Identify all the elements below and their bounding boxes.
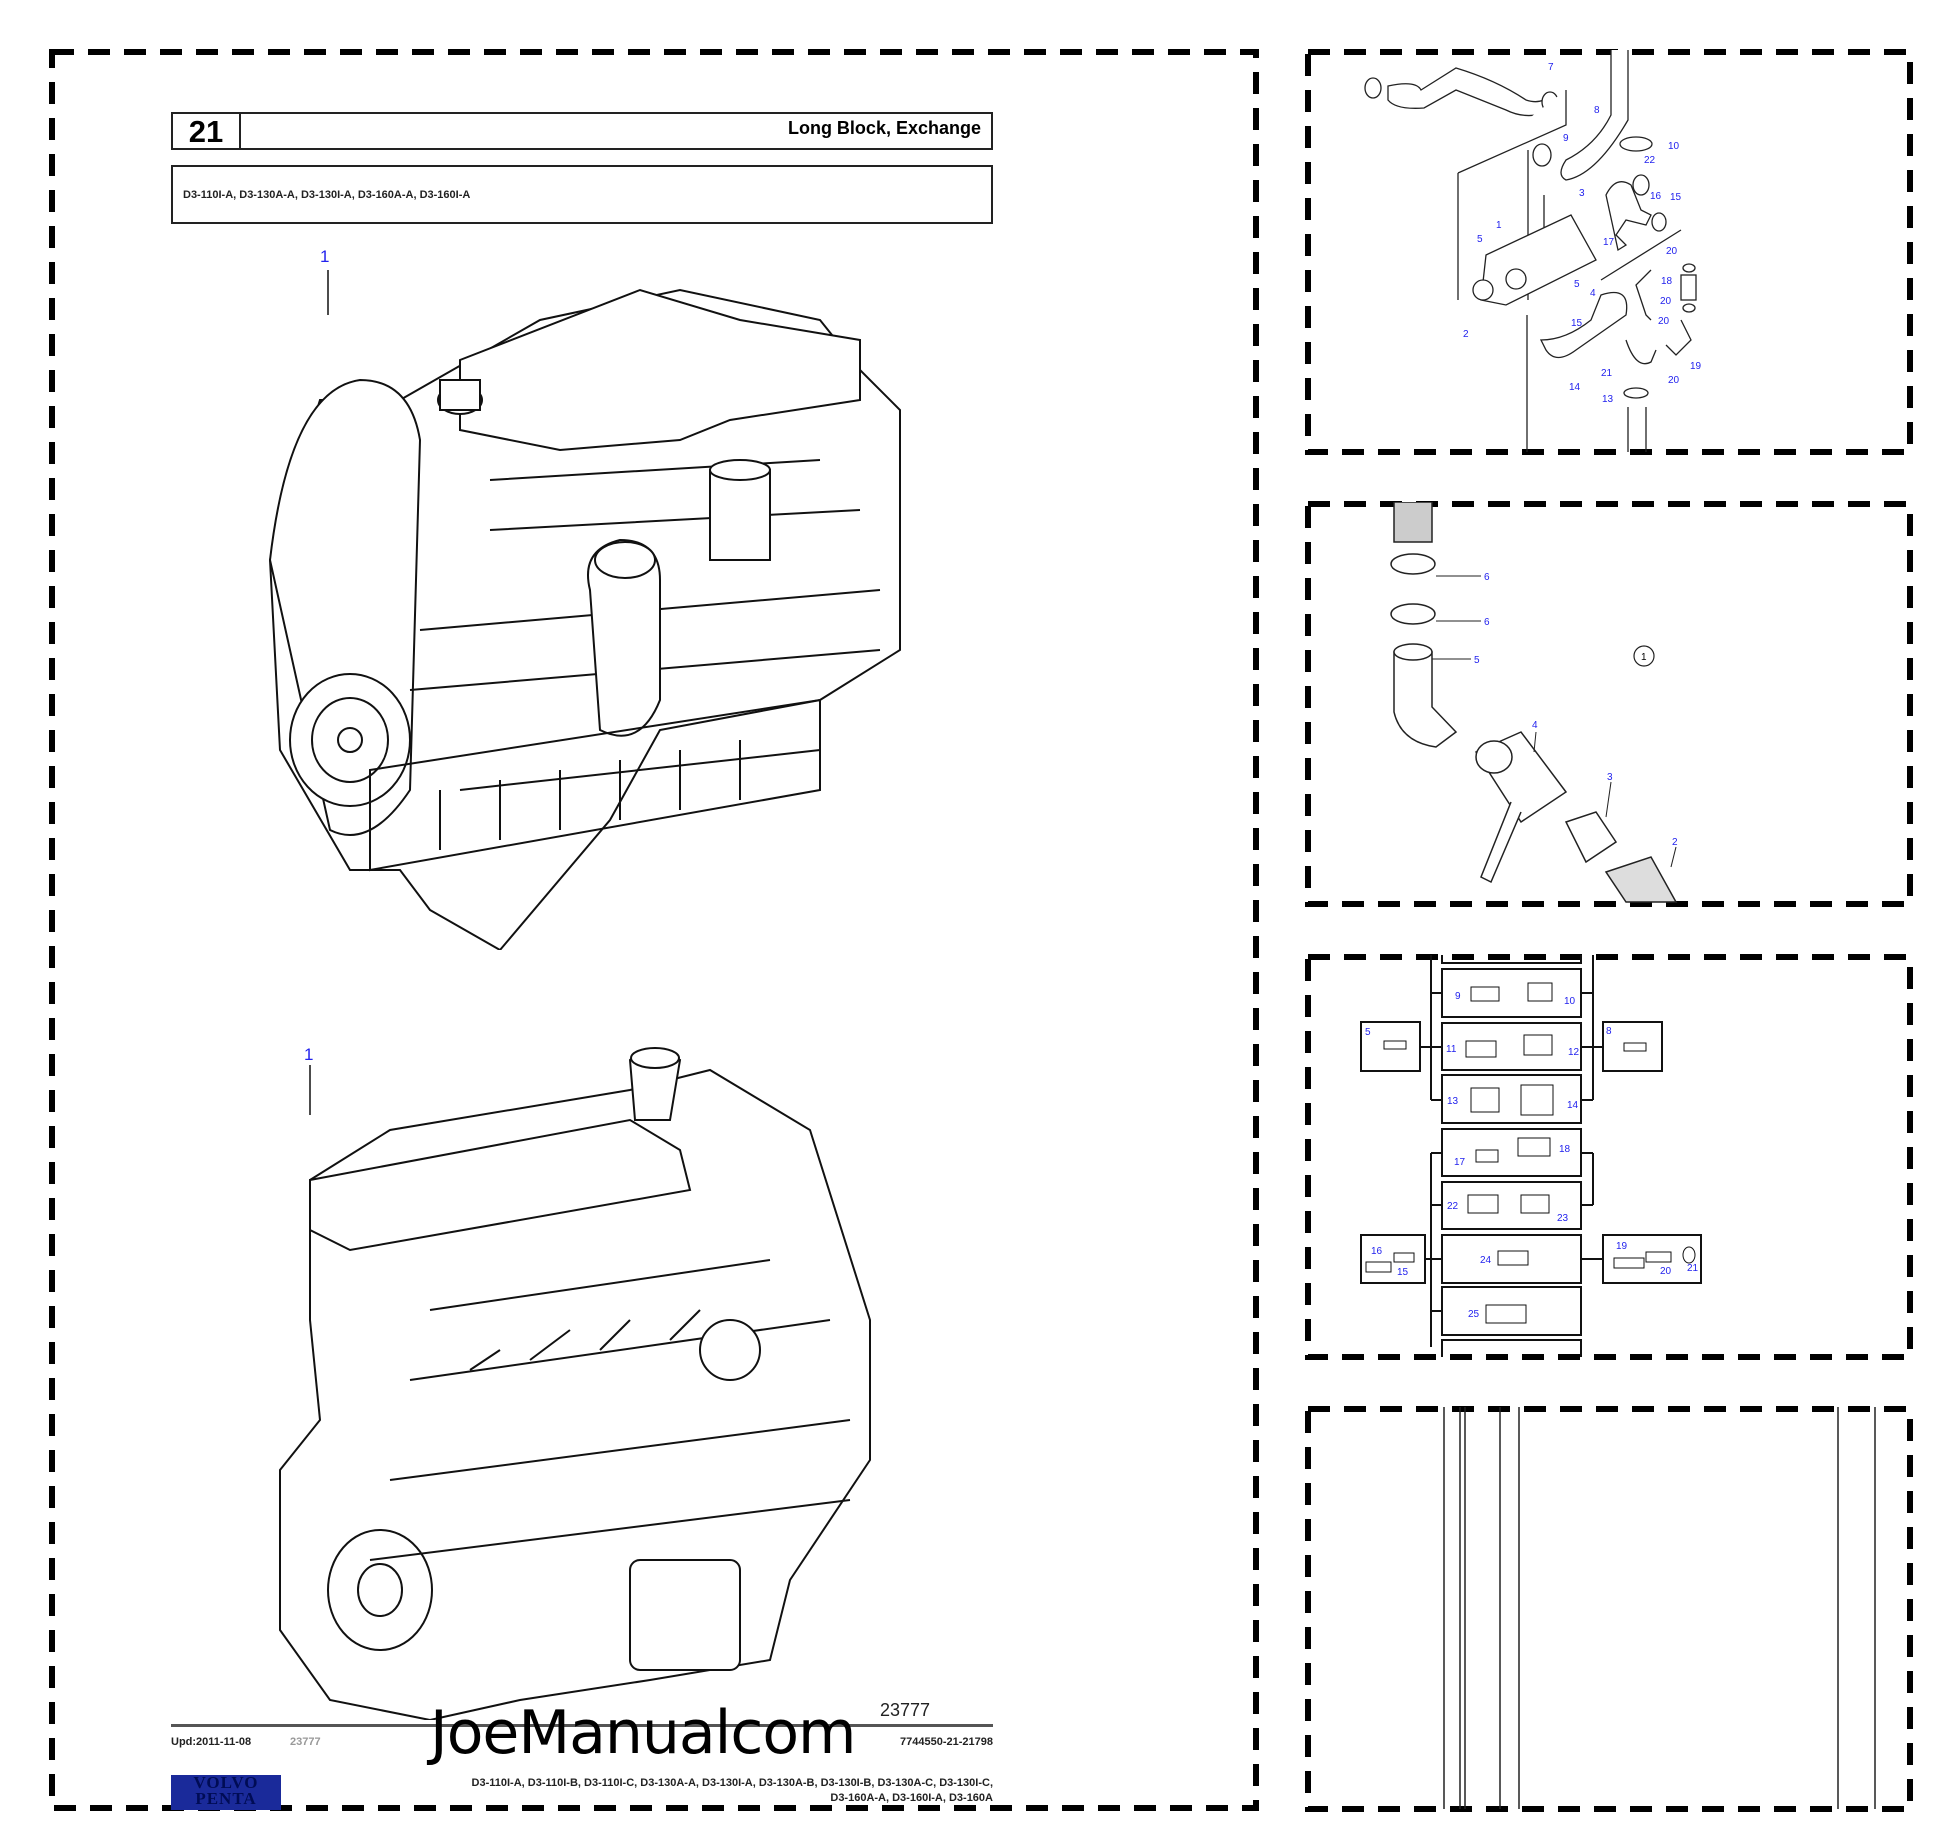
callout-13: 13 xyxy=(1447,1096,1459,1107)
callout-18: 18 xyxy=(1661,276,1673,287)
update-date: Upd:2011-11-08 xyxy=(171,1736,252,1748)
callout-1: 1 xyxy=(1496,220,1502,231)
callout-2: 2 xyxy=(1463,329,1469,340)
callout-1: 1 xyxy=(1641,652,1647,663)
footer-center-number: 23777 xyxy=(290,1736,321,1748)
page-title: Long Block, Exchange xyxy=(787,118,981,138)
callout-17: 17 xyxy=(1603,237,1615,248)
callout-5: 5 xyxy=(1365,1027,1371,1038)
engine-illustration-bottom: 1 xyxy=(279,1045,871,1720)
callout-3: 3 xyxy=(1607,772,1613,783)
callout-10: 10 xyxy=(1564,996,1576,1007)
callout-9: 9 xyxy=(1455,991,1461,1002)
illustration-number: 23777 xyxy=(880,1700,931,1720)
callout-5b: 5 xyxy=(1574,279,1580,290)
connector-kit-panel: 9 10 5 11 12 8 13 14 17 18 22 23 16 15 2… xyxy=(1360,955,1702,1357)
callout-6b: 6 xyxy=(1484,617,1490,628)
callout-20b: 20 xyxy=(1660,296,1672,307)
callout-15: 15 xyxy=(1670,192,1682,203)
section-header: 21 Long Block, Exchange xyxy=(171,112,993,150)
callout-20d: 20 xyxy=(1668,375,1680,386)
callout-16: 16 xyxy=(1650,191,1662,202)
engine-illustration-top: 1 xyxy=(268,247,901,950)
callout-5: 5 xyxy=(1474,655,1480,666)
callout-6: 6 xyxy=(1484,572,1490,583)
callout-4: 4 xyxy=(1590,288,1596,299)
callout-16: 16 xyxy=(1371,1246,1383,1257)
callout-19: 19 xyxy=(1616,1241,1628,1252)
callout-20c: 20 xyxy=(1658,316,1670,327)
callout-8: 8 xyxy=(1606,1026,1612,1037)
callout-14: 14 xyxy=(1567,1100,1579,1111)
callout-bottom-engine: 1 xyxy=(304,1045,313,1064)
callout-14: 14 xyxy=(1569,382,1581,393)
callout-15: 15 xyxy=(1397,1267,1409,1278)
watermark: JoeManualcom xyxy=(430,1698,856,1768)
drain-valve-panel: 6 6 5 1 4 3 2 xyxy=(1390,502,1678,903)
callout-12: 12 xyxy=(1568,1047,1580,1058)
callout-22: 22 xyxy=(1447,1201,1459,1212)
footer-divider xyxy=(171,1724,993,1727)
callout-19: 19 xyxy=(1690,361,1702,372)
callout-15b: 15 xyxy=(1571,318,1583,329)
section-number: 21 xyxy=(173,114,241,149)
callout-21: 21 xyxy=(1687,1263,1699,1274)
callout-23: 23 xyxy=(1557,1213,1569,1224)
continuation-panel xyxy=(1443,1407,1876,1809)
callout-25: 25 xyxy=(1468,1309,1480,1320)
callout-4: 4 xyxy=(1532,720,1538,731)
callout-top-engine: 1 xyxy=(320,247,329,266)
callout-10: 10 xyxy=(1668,141,1680,152)
callout-7: 7 xyxy=(1548,62,1554,73)
callout-3: 3 xyxy=(1579,188,1585,199)
callout-22: 22 xyxy=(1644,155,1656,166)
callout-9: 9 xyxy=(1563,133,1569,144)
callout-13: 13 xyxy=(1602,394,1614,405)
callout-20: 20 xyxy=(1666,246,1678,257)
callout-24: 24 xyxy=(1480,1255,1492,1266)
callout-20: 20 xyxy=(1660,1266,1672,1277)
cooling-system-panel: 7 8 9 10 22 3 16 15 1 5 17 20 18 5 4 20 … xyxy=(1364,50,1702,452)
footer-models: D3-110I-A, D3-110I-B, D3-110I-C, D3-130A… xyxy=(471,1777,993,1804)
callout-8: 8 xyxy=(1594,105,1600,116)
callout-18: 18 xyxy=(1559,1144,1571,1155)
model-list: D3-110I-A, D3-130A-A, D3-130I-A, D3-160A… xyxy=(171,165,993,224)
document-number: 7744550-21-21798 xyxy=(900,1736,993,1748)
callout-2: 2 xyxy=(1672,837,1678,848)
callout-5: 5 xyxy=(1477,234,1483,245)
callout-17: 17 xyxy=(1454,1157,1466,1168)
callout-21: 21 xyxy=(1601,368,1613,379)
callout-11: 11 xyxy=(1446,1044,1457,1055)
